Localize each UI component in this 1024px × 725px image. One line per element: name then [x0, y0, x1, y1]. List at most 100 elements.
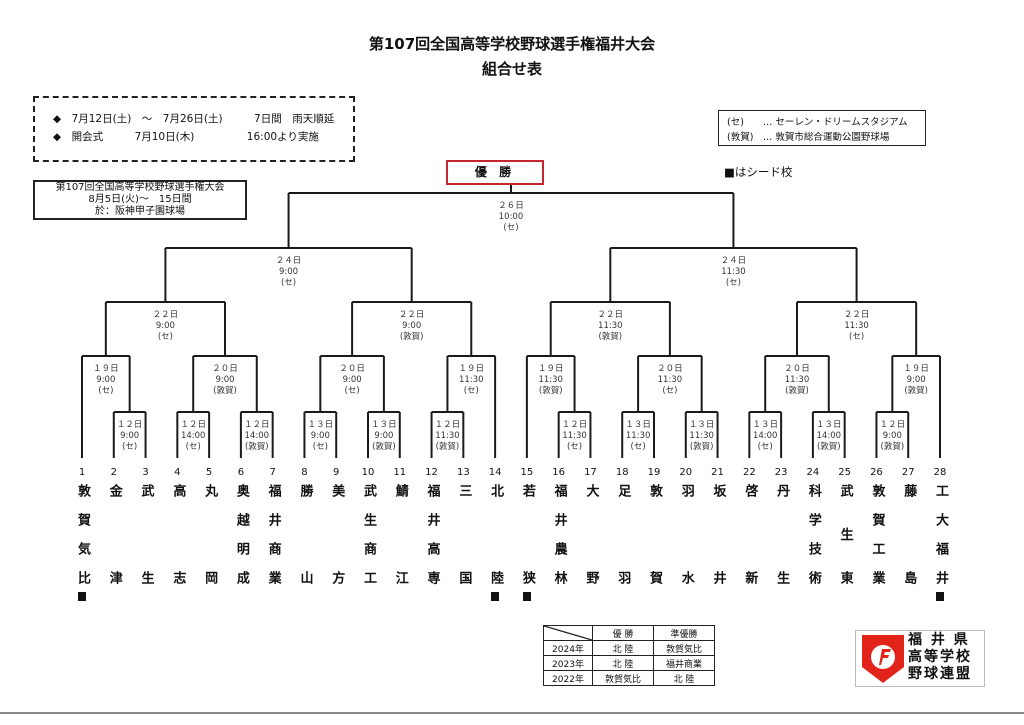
match-time: 9:00: [311, 431, 330, 441]
team-number: 12: [425, 467, 438, 478]
team-number: 20: [679, 467, 693, 478]
match-date: １９日: [538, 364, 564, 374]
team-number: 15: [520, 467, 534, 478]
match-date: ２４日: [276, 256, 302, 266]
match-time: 14:00: [817, 431, 842, 441]
match-time: 14:00: [753, 431, 778, 441]
match-time: 9:00: [156, 321, 175, 331]
year-cell: 2024年: [543, 640, 593, 656]
match-time: 11:30: [459, 375, 484, 385]
team-number: 6: [237, 467, 245, 478]
match-time: 9:00: [883, 431, 902, 441]
team-number: 1: [78, 467, 86, 478]
match-venue: (セ): [726, 278, 741, 288]
national-dates: 8月5日(火)～ 15日間: [88, 194, 192, 205]
match-date: ２２日: [598, 310, 624, 320]
match-date: １３日: [625, 420, 651, 430]
team-number: 5: [205, 467, 213, 478]
team-number: 16: [552, 467, 566, 478]
match-date: ２２日: [153, 310, 179, 320]
match-date: ２０日: [657, 364, 683, 374]
match-venue: (セ): [662, 386, 677, 396]
team-name: 武生東: [837, 484, 853, 615]
match-venue: (敦賀): [881, 441, 905, 452]
diagonal-cell: [543, 625, 593, 641]
logo-text: 福 井 県 高等学校 野球連盟: [908, 632, 972, 683]
table-row: 2022年 敦賀気比 北 陸: [543, 670, 715, 686]
winner-cell: 敦賀気比: [592, 670, 654, 686]
team-number: 3: [142, 467, 149, 478]
logo-line: 高等学校: [908, 649, 972, 665]
team-number: 4: [174, 467, 181, 478]
match-date: ２２日: [844, 310, 870, 320]
match-date: １３日: [689, 420, 715, 430]
team-name: 美方: [329, 484, 345, 658]
seed-marker: [936, 592, 944, 601]
match-venue: (セ): [464, 386, 479, 396]
match-venue: (セ): [98, 386, 113, 396]
match-date: ２２日: [399, 310, 425, 320]
match-date: １３日: [371, 420, 397, 430]
team-number: 7: [269, 467, 276, 478]
match-time: 11:30: [721, 267, 746, 277]
match-time: 11:30: [538, 375, 563, 385]
team-number: 19: [647, 467, 661, 478]
team-name: 鯖江: [392, 484, 408, 658]
winner-cell: 北 陸: [592, 655, 654, 671]
match-venue: (セ): [631, 442, 646, 452]
team-number: 9: [333, 467, 340, 478]
team-number: 21: [711, 467, 724, 478]
table-row: 2023年 北 陸 福井商業: [543, 655, 715, 671]
shield-f-icon: [862, 635, 904, 683]
team-number: 25: [838, 467, 852, 478]
team-number: 22: [742, 467, 756, 478]
match-time: 9:00: [120, 431, 139, 441]
team-number: 28: [933, 467, 947, 478]
match-venue: (セ): [281, 278, 296, 288]
match-time: 11:30: [689, 431, 714, 441]
match-time: 9:00: [374, 431, 393, 441]
team-number: 14: [488, 467, 502, 478]
match-venue: (セ): [849, 332, 864, 342]
year-cell: 2023年: [543, 655, 593, 671]
match-venue: (敦賀): [904, 385, 928, 396]
team-name: 科学技術: [805, 484, 821, 600]
legend-tsuruga: (敦賀) … 敦賀市総合運動公園野球場: [727, 132, 890, 143]
team-name: 福井農林: [551, 484, 567, 600]
team-number: 24: [806, 467, 820, 478]
match-venue: (セ): [567, 442, 582, 452]
team-number: 23: [774, 467, 788, 478]
team-name: 丸岡: [202, 484, 218, 658]
match-date: １９日: [903, 364, 929, 374]
match-time: 14:00: [245, 431, 270, 441]
match-time: 11:30: [562, 431, 587, 441]
page-title: 第107回全国高等学校野球選手権福井大会: [368, 35, 656, 53]
legend-seiren: (セ) … セーレン・ドリームスタジアム: [727, 117, 908, 128]
match-date: ２６日: [498, 201, 524, 211]
national-title: 第107回全国高等学校野球選手権大会: [55, 182, 225, 193]
match-venue: (セ): [186, 442, 201, 452]
page-subtitle: 組合せ表: [481, 60, 542, 78]
match-date: １９日: [459, 364, 485, 374]
team-number: 18: [615, 467, 629, 478]
match-venue: (セ): [313, 442, 328, 452]
match-date: ２０日: [784, 364, 810, 374]
match-venue: (セ): [122, 442, 137, 452]
match-time: 9:00: [215, 375, 234, 385]
champion-box: 優 勝: [446, 160, 544, 185]
schedule-info-box: ◆ 7月12日(土) ～ 7月26日(土) 7日間 雨天順延 ◆ 開会式 7月1…: [33, 96, 355, 162]
team-name: 啓新: [742, 484, 758, 658]
page-bottom-rule: [0, 712, 1024, 714]
match-date: １３日: [308, 420, 334, 430]
team-name: 工大福井: [933, 484, 948, 600]
match-venue: (敦賀): [213, 385, 237, 396]
match-venue: (敦賀): [245, 441, 269, 452]
match-venue: (敦賀): [785, 385, 809, 396]
team-number: 17: [584, 467, 597, 478]
team-name: 福井商業: [265, 484, 281, 600]
team-number: 10: [361, 467, 375, 478]
match-time: 14:00: [181, 431, 206, 441]
match-date: １３日: [752, 420, 778, 430]
match-date: １２日: [435, 420, 461, 430]
match-date: １２日: [880, 420, 906, 430]
